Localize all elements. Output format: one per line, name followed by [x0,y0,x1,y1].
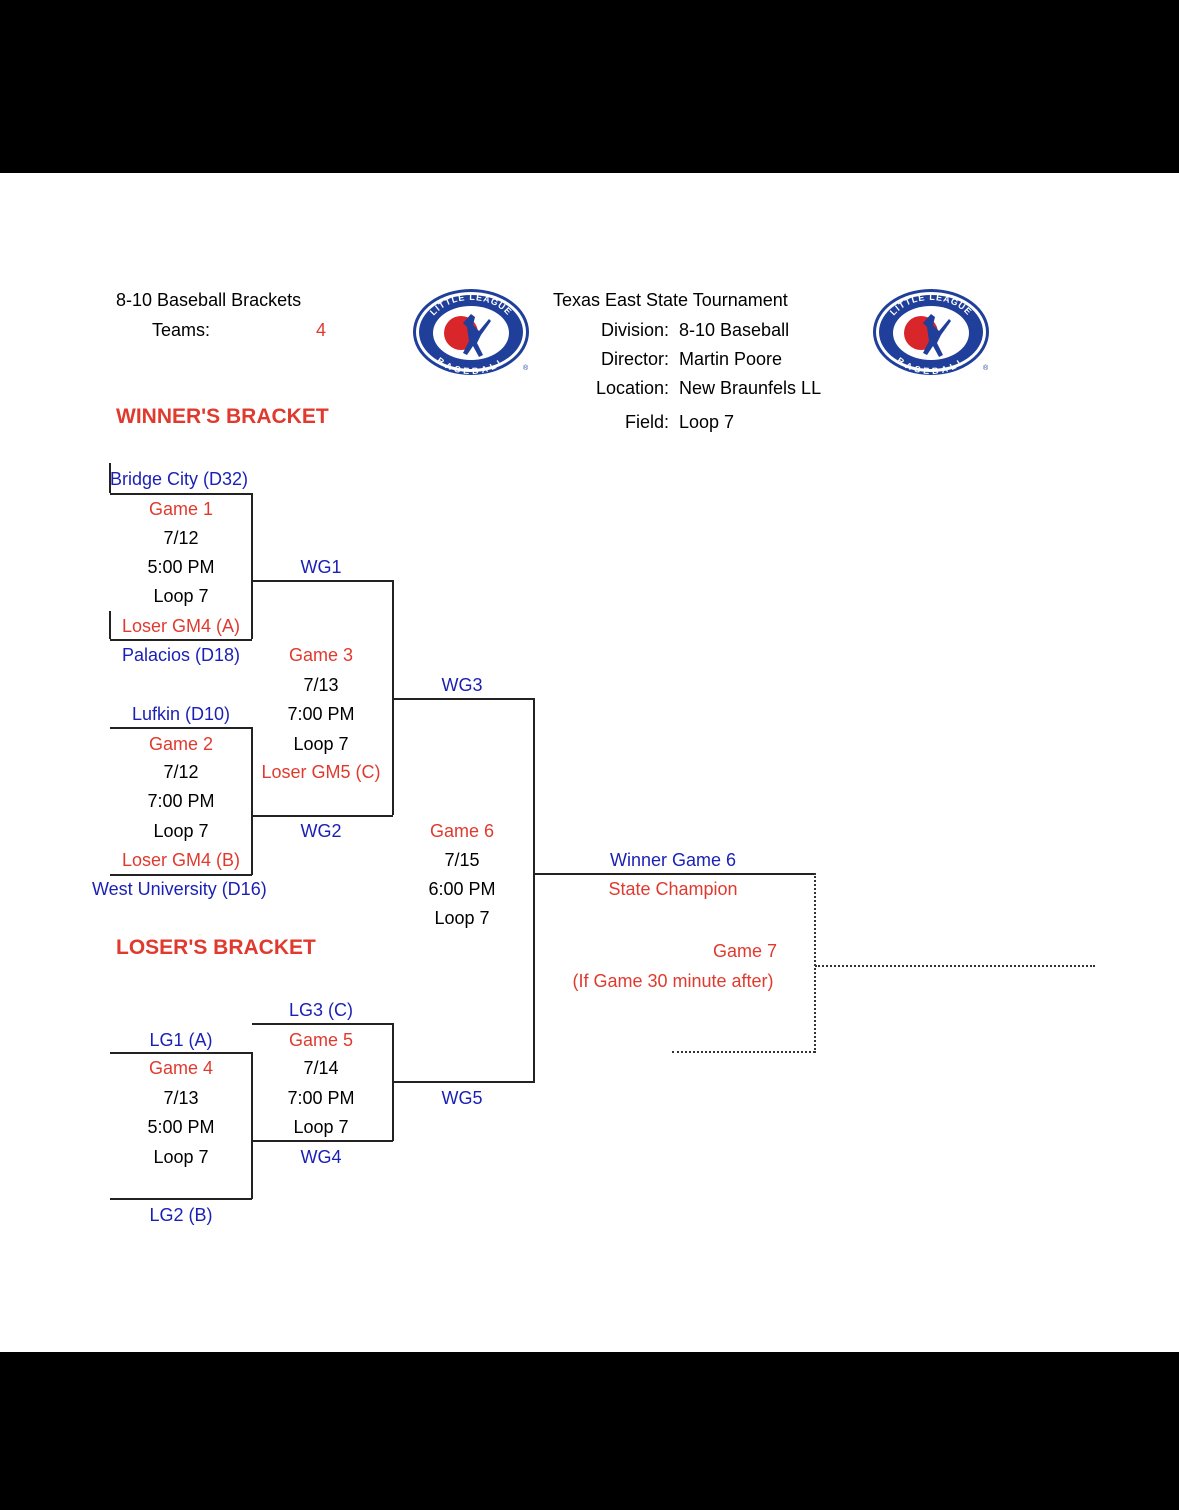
location-value: New Braunfels LL [679,378,822,398]
game4-time: 5:00 PM [147,1117,215,1137]
bracket-line [110,874,252,876]
bracket-line [251,493,253,639]
game1-date: 7/12 [163,528,199,548]
team-bridge-city: Bridge City (D32) [110,469,249,489]
game4-field: Loop 7 [153,1147,209,1167]
field-value: Loop 7 [679,412,735,432]
game3-time: 7:00 PM [287,704,355,724]
division-value: 8-10 Baseball [679,320,790,340]
game4-date: 7/13 [163,1088,199,1108]
game1-loser-slot: Loser GM4 (A) [121,616,241,636]
bracket-line [109,463,111,493]
bracket-line [110,493,252,495]
winner-game6-label: Winner Game 6 [609,850,737,870]
director-value: Martin Poore [679,349,783,369]
game6-date: 7/15 [444,850,480,870]
game2-name: Game 2 [148,734,214,754]
game1-name: Game 1 [148,499,214,519]
bracket-line [110,1198,252,1200]
location-label: Location: [595,378,669,398]
bracket-line [252,1140,393,1142]
little-league-logo-right: LITTLE LEAGUE BASEBALL ® [873,289,989,376]
bracket-line [534,873,815,875]
svg-text:®: ® [523,364,529,372]
bracket-line [252,580,393,582]
game5-field: Loop 7 [293,1117,349,1137]
teams-label: Teams: [152,320,211,340]
winners-bracket-heading: WINNER'S BRACKET [116,405,329,428]
little-league-logo: LITTLE LEAGUE BASEBALL ® [413,289,529,376]
team-west-university: West University (D16) [92,879,267,899]
game3-name: Game 3 [288,645,354,665]
bracket-line [109,611,111,639]
bracket-line [110,639,252,641]
bracket-line [251,1052,253,1199]
bracket-line [251,727,253,875]
game6-field: Loop 7 [434,908,490,928]
bracket-line [393,698,534,700]
lg3-label: LG3 (C) [288,1000,354,1020]
svg-text:®: ® [983,364,989,372]
wg3-label: WG3 [441,675,483,695]
director-label: Director: [600,349,669,369]
wg2-label: WG2 [300,821,342,841]
game3-loser-slot: Loser GM5 (C) [261,762,381,782]
game5-time: 7:00 PM [287,1088,355,1108]
game4-name: Game 4 [148,1058,214,1078]
game6-time: 6:00 PM [428,879,496,899]
game2-date: 7/12 [163,762,199,782]
bracket-line [110,1052,252,1054]
bracket-line [252,815,393,817]
team-lufkin: Lufkin (D10) [131,704,231,724]
game3-field: Loop 7 [293,734,349,754]
game2-loser-slot: Loser GM4 (B) [121,850,241,870]
tournament-name: Texas East State Tournament [553,290,788,310]
bracket-line [392,580,394,815]
wg4-label: WG4 [300,1147,342,1167]
bracket-title: 8-10 Baseball Brackets [116,290,302,310]
losers-bracket-heading: LOSER'S BRACKET [116,936,316,959]
lg2-label: LG2 (B) [149,1205,213,1225]
game7-name: Game 7 [712,941,777,961]
bracket-dotted-line [815,965,1095,967]
game3-date: 7/13 [303,675,339,695]
teams-count: 4 [316,320,327,340]
game2-field: Loop 7 [153,821,209,841]
wg5-label: WG5 [441,1088,483,1108]
bracket-sheet: 8-10 Baseball Brackets Teams: 4 Texas Ea… [0,173,1179,1352]
game1-field: Loop 7 [153,586,209,606]
bracket-dotted-line [814,873,816,1053]
state-champion-label: State Champion [608,879,738,899]
bracket-line [533,698,535,1083]
game7-note: (If Game 30 minute after) [572,971,774,991]
lg1-label: LG1 (A) [149,1030,213,1050]
division-label: Division: [600,320,669,340]
game5-date: 7/14 [303,1058,339,1078]
bracket-line [110,727,252,729]
game1-time: 5:00 PM [147,557,215,577]
team-palacios: Palacios (D18) [121,645,241,665]
field-label: Field: [624,412,669,432]
game2-time: 7:00 PM [147,791,215,811]
wg1-label: WG1 [300,557,342,577]
game5-name: Game 5 [288,1030,354,1050]
bracket-dotted-line [672,1051,815,1053]
bracket-line [393,1081,534,1083]
game6-name: Game 6 [429,821,495,841]
bracket-line [252,1023,393,1025]
